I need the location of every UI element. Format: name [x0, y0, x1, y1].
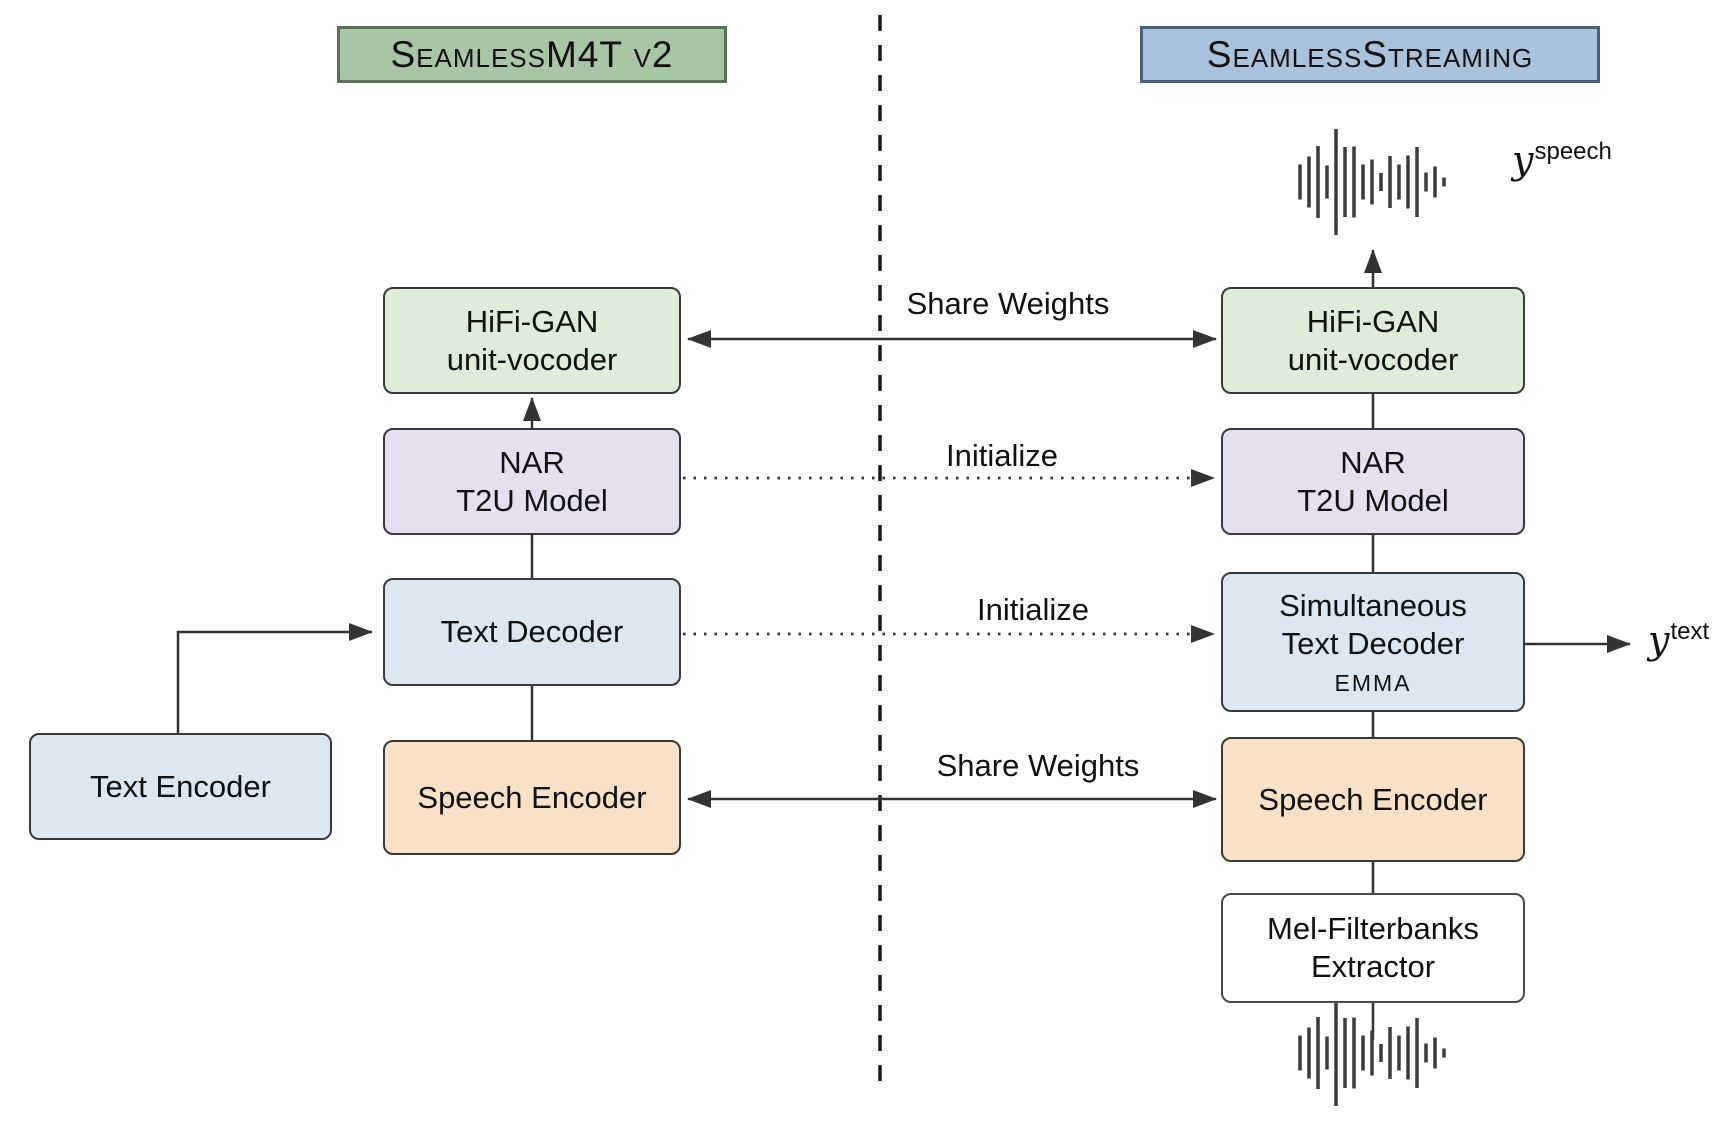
nar-t2u-label-line1: NAR	[499, 444, 565, 480]
title-seamlessm4t-v2: SeamlessM4T v2	[337, 26, 727, 83]
nar-t2u-label-line2: T2U Model	[1297, 482, 1449, 518]
mel-filterbanks-extractor-box: Mel-Filterbanks Extractor	[1221, 893, 1525, 1003]
hifi-gan-label-line2: unit-vocoder	[446, 341, 618, 377]
sim-text-decoder-label-line2: Text Decoder	[1281, 625, 1465, 661]
speech-encoder-label: Speech Encoder	[417, 779, 647, 815]
hifi-gan-box-right: HiFi-GAN unit-vocoder	[1221, 287, 1525, 394]
speech-encoder-box-right: Speech Encoder	[1221, 737, 1525, 862]
nar-t2u-box-right: NAR T2U Model	[1221, 428, 1525, 535]
title-seamlessstreaming-label: SeamlessStreaming	[1206, 33, 1534, 75]
waveform-icon	[1298, 1000, 1446, 1106]
text-encoder-to-text-decoder-arrow	[176, 623, 373, 733]
hifi-gan-label-line1: HiFi-GAN	[1306, 303, 1440, 339]
hifi-gan-label-line2: unit-vocoder	[1287, 341, 1459, 377]
text-encoder-label: Text Encoder	[90, 768, 271, 804]
speech-encoder-box-left: Speech Encoder	[383, 740, 681, 855]
text-encoder-box: Text Encoder	[29, 733, 332, 840]
y-speech-base: y	[1512, 138, 1534, 182]
y-text-superscript: text	[1670, 618, 1710, 645]
hifi-gan-label-line1: HiFi-GAN	[465, 303, 599, 339]
y-text-output-label: ytext	[1648, 618, 1709, 662]
y-speech-output-label: yspeech	[1512, 138, 1612, 182]
waveform-icon	[1298, 129, 1446, 235]
speech-encoder-label: Speech Encoder	[1258, 781, 1488, 817]
y-text-base: y	[1648, 618, 1670, 662]
mel-filterbanks-label-line1: Mel-Filterbanks	[1267, 911, 1479, 947]
simultaneous-text-decoder-box: Simultaneous Text Decoder EMMA	[1221, 572, 1525, 712]
share-weights-label-bottom: Share Weights	[936, 748, 1140, 783]
nar-t2u-box-left: NAR T2U Model	[383, 428, 681, 535]
nar-t2u-label-line2: T2U Model	[456, 482, 608, 518]
hifi-gan-box-left: HiFi-GAN unit-vocoder	[383, 287, 681, 394]
text-decoder-box: Text Decoder	[383, 578, 681, 686]
nar-t2u-label-line1: NAR	[1340, 444, 1406, 480]
text-decoder-label: Text Decoder	[440, 614, 624, 650]
initialize-label-mid: Initialize	[977, 592, 1089, 627]
initialize-label-top: Initialize	[946, 438, 1058, 473]
share-weights-label-top: Share Weights	[906, 286, 1110, 321]
emma-sublabel: EMMA	[1334, 669, 1412, 696]
y-speech-superscript: speech	[1534, 138, 1612, 165]
sim-text-decoder-label-line1: Simultaneous	[1279, 588, 1467, 624]
mel-filterbanks-label-line2: Extractor	[1310, 949, 1436, 984]
title-seamlessstreaming: SeamlessStreaming	[1140, 26, 1600, 83]
title-seamlessm4t-v2-label: SeamlessM4T v2	[390, 33, 674, 75]
